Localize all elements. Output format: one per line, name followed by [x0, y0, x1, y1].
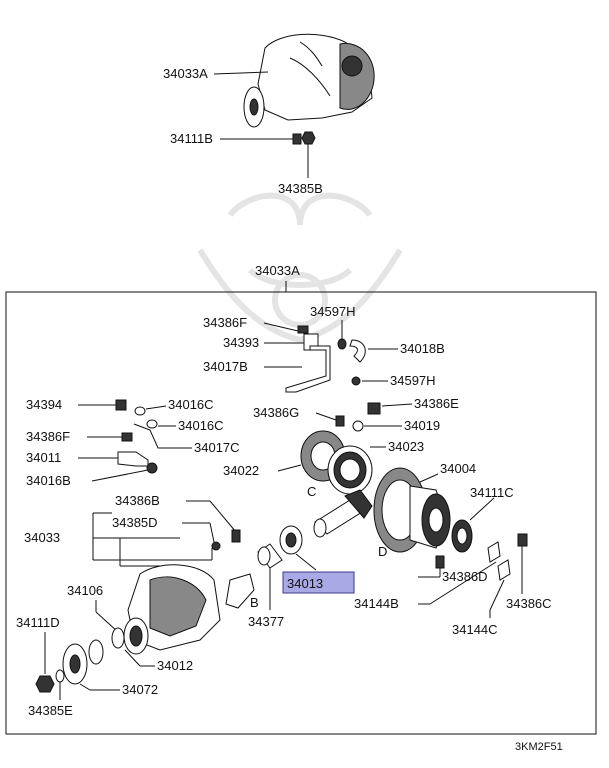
label-34072: 34072 [122, 682, 158, 697]
nut-34111D[interactable] [35, 675, 55, 693]
label-34385E: 34385E [28, 703, 73, 718]
label-34377: 34377 [248, 614, 284, 629]
washer-34385E[interactable] [55, 669, 65, 683]
label-34394: 34394 [26, 397, 62, 412]
washer-34016C-b[interactable] [146, 419, 158, 429]
bolt-34386B[interactable] [231, 529, 241, 543]
bolt-34386D[interactable] [435, 555, 445, 569]
carrier-assembly-top[interactable] [243, 33, 375, 128]
seal-34106[interactable] [111, 627, 125, 649]
bolt-34386F-left[interactable] [121, 432, 133, 442]
watermark-logo [197, 192, 403, 344]
bolt-34394[interactable] [115, 399, 127, 411]
carrier-housing-34033[interactable] [123, 564, 221, 655]
bolt-34111B[interactable] [292, 133, 302, 145]
label-34111D: 34111D [16, 615, 60, 630]
label-34386B: 34386B [115, 493, 160, 508]
label-34033A-box: 34033A [255, 263, 300, 278]
label-34386F-top: 34386F [203, 315, 247, 330]
label-34144C: 34144C [452, 622, 498, 637]
mount-34144C[interactable] [497, 559, 511, 581]
label-34385D: 34385D [112, 515, 158, 530]
label-34017C: 34017C [194, 440, 240, 455]
gasket-34019[interactable] [352, 420, 364, 432]
label-34011: 34011 [26, 450, 61, 465]
label-34013: 34013 [287, 576, 323, 591]
label-34385B: 34385B [278, 181, 323, 196]
label-34017B: 34017B [203, 359, 248, 374]
label-34019: 34019 [404, 418, 440, 433]
highlight-34013[interactable] [282, 571, 355, 594]
washer-34016C-a[interactable] [134, 406, 146, 416]
letter-c: C [307, 484, 316, 499]
label-34144B: 34144B [354, 596, 399, 611]
nut-34385B[interactable] [301, 131, 316, 145]
label-34386G: 34386G [253, 405, 299, 420]
clip-34597H-top[interactable] [337, 338, 347, 350]
label-34018B: 34018B [400, 341, 445, 356]
label-34016C-b: 34016C [178, 418, 224, 433]
label-34386F-left: 34386F [26, 429, 70, 444]
letter-b: B [250, 595, 259, 610]
label-34016C-a: 34016C [168, 397, 214, 412]
label-34386E: 34386E [414, 396, 459, 411]
exploded-view-frame [5, 291, 597, 735]
label-34106: 34106 [67, 583, 103, 598]
clip-34597H-bottom[interactable] [351, 376, 361, 386]
label-34386D: 34386D [442, 569, 488, 584]
label-34004: 34004 [440, 461, 476, 476]
label-34393: 34393 [223, 335, 259, 350]
bearing-34111C[interactable] [451, 519, 473, 553]
bolt-34386F-top[interactable] [297, 325, 309, 334]
label-34386C: 34386C [506, 596, 552, 611]
hose-34018B[interactable] [349, 339, 366, 363]
label-34012: 34012 [157, 658, 193, 673]
pipe-34017B[interactable] [285, 345, 331, 393]
companion-flange-34072[interactable] [62, 639, 104, 685]
sensor-34011[interactable] [117, 451, 149, 467]
figure-code: 3KM2F51 [515, 741, 563, 753]
bracket-b[interactable] [225, 573, 255, 609]
label-34016B: 34016B [26, 473, 71, 488]
washer-34016B[interactable] [146, 462, 158, 474]
gasket-34023[interactable] [327, 445, 373, 495]
mount-34144B[interactable] [487, 541, 501, 563]
label-34033A-top: 34033A [163, 66, 208, 81]
sleeve-34377[interactable] [257, 543, 283, 569]
label-34597H-top: 34597H [310, 304, 356, 319]
bolt-34386C[interactable] [517, 533, 528, 547]
label-34111B: 34111B [170, 131, 213, 146]
label-34111C: 34111C [470, 485, 514, 500]
bearing-34013[interactable] [279, 525, 303, 555]
label-34597H-bottom: 34597H [390, 373, 436, 388]
washer-34385D[interactable] [211, 541, 221, 551]
label-34033: 34033 [24, 530, 60, 545]
label-34023: 34023 [388, 439, 424, 454]
pinion-gear[interactable] [313, 489, 373, 538]
pipe-34017C[interactable] [133, 423, 175, 449]
ring-gear-34004[interactable] [373, 467, 451, 553]
letter-d: D [378, 544, 387, 559]
bolt-34386G[interactable] [335, 415, 345, 427]
plug-34386E[interactable] [367, 402, 381, 415]
label-34022: 34022 [223, 463, 259, 478]
